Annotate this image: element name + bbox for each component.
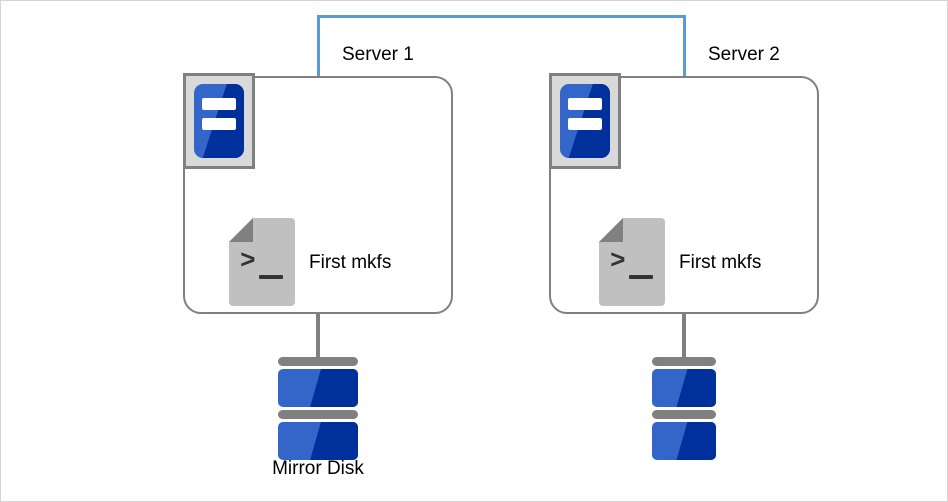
disk-block-lower (278, 422, 358, 460)
network-link-right-drop (683, 15, 686, 77)
disk-plate-top (652, 357, 716, 366)
network-link-left-drop (317, 15, 320, 77)
server-2-disk-link (682, 314, 686, 359)
server-icon-body (194, 84, 244, 158)
server-1-script-row: > First mkfs (229, 218, 391, 306)
script-cursor-underscore (629, 275, 653, 279)
disk-plate-middle (278, 410, 358, 419)
script-prompt-glyph: > (240, 246, 256, 276)
script-page-shape (229, 218, 295, 306)
script-fold-corner (229, 218, 253, 242)
script-fold-corner (599, 218, 623, 242)
server-2-server-icon (549, 73, 621, 169)
server-2-script-label: First mkfs (679, 251, 762, 273)
server-icon-bar-top (568, 98, 602, 110)
server-2-script-row: > First mkfs (599, 218, 761, 306)
server-2-box[interactable] (549, 76, 819, 314)
server-1-script-label: First mkfs (309, 251, 392, 273)
server-2-title: Server 2 (708, 44, 780, 65)
server-icon-bar-bottom (202, 118, 236, 130)
script-terminal-icon: > (599, 218, 665, 306)
server-icon-bar-top (202, 98, 236, 110)
disk-block-upper-shading (278, 369, 358, 407)
disk-block-lower-shading (652, 422, 716, 460)
server-1-disk-link (316, 314, 320, 359)
server-1-server-icon (183, 73, 255, 169)
disk-plate-middle (652, 410, 716, 419)
server-1-title: Server 1 (342, 44, 414, 65)
script-page-shape (599, 218, 665, 306)
network-link-horizontal (317, 15, 686, 18)
server-icon-bar-bottom (568, 118, 602, 130)
server-2-disk-icon (652, 357, 716, 463)
script-prompt-glyph: > (610, 246, 626, 276)
disk-block-upper (652, 369, 716, 407)
disk-block-upper-shading (652, 369, 716, 407)
disk-plate-top (278, 357, 358, 366)
server-icon-body (560, 84, 610, 158)
script-terminal-icon: > (229, 218, 295, 306)
disk-block-upper (278, 369, 358, 407)
disk-block-lower-shading (278, 422, 358, 460)
disk-block-lower (652, 422, 716, 460)
script-cursor-underscore (259, 275, 283, 279)
server-1-disk-icon (278, 357, 358, 463)
server-1-disk-label: Mirror Disk (272, 458, 364, 479)
